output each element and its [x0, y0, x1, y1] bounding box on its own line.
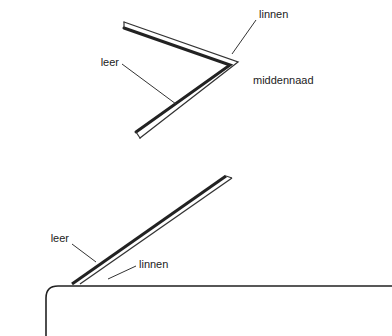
part-label: middennaad — [252, 74, 315, 87]
hinge-strip — [72, 176, 232, 284]
leader-lines — [72, 20, 256, 279]
folded-cover — [124, 22, 238, 138]
leader-line — [232, 20, 256, 54]
leader-line — [122, 64, 176, 104]
edge-cap — [123, 22, 124, 28]
linnen-layer — [80, 178, 232, 284]
part-label: linnen — [258, 8, 289, 21]
part-label: leer — [50, 232, 70, 245]
board-outline — [46, 286, 392, 336]
edge-cap — [136, 132, 140, 138]
edge-cap — [226, 176, 232, 178]
linnen-on-board — [76, 286, 230, 287]
linnen-layer — [124, 22, 238, 138]
leer-layer — [124, 28, 230, 132]
leer-layer — [72, 176, 226, 284]
part-label: leer — [100, 56, 120, 69]
leader-line — [108, 266, 136, 279]
board — [46, 286, 392, 336]
leader-line — [72, 244, 96, 262]
part-label: linnen — [138, 258, 169, 271]
